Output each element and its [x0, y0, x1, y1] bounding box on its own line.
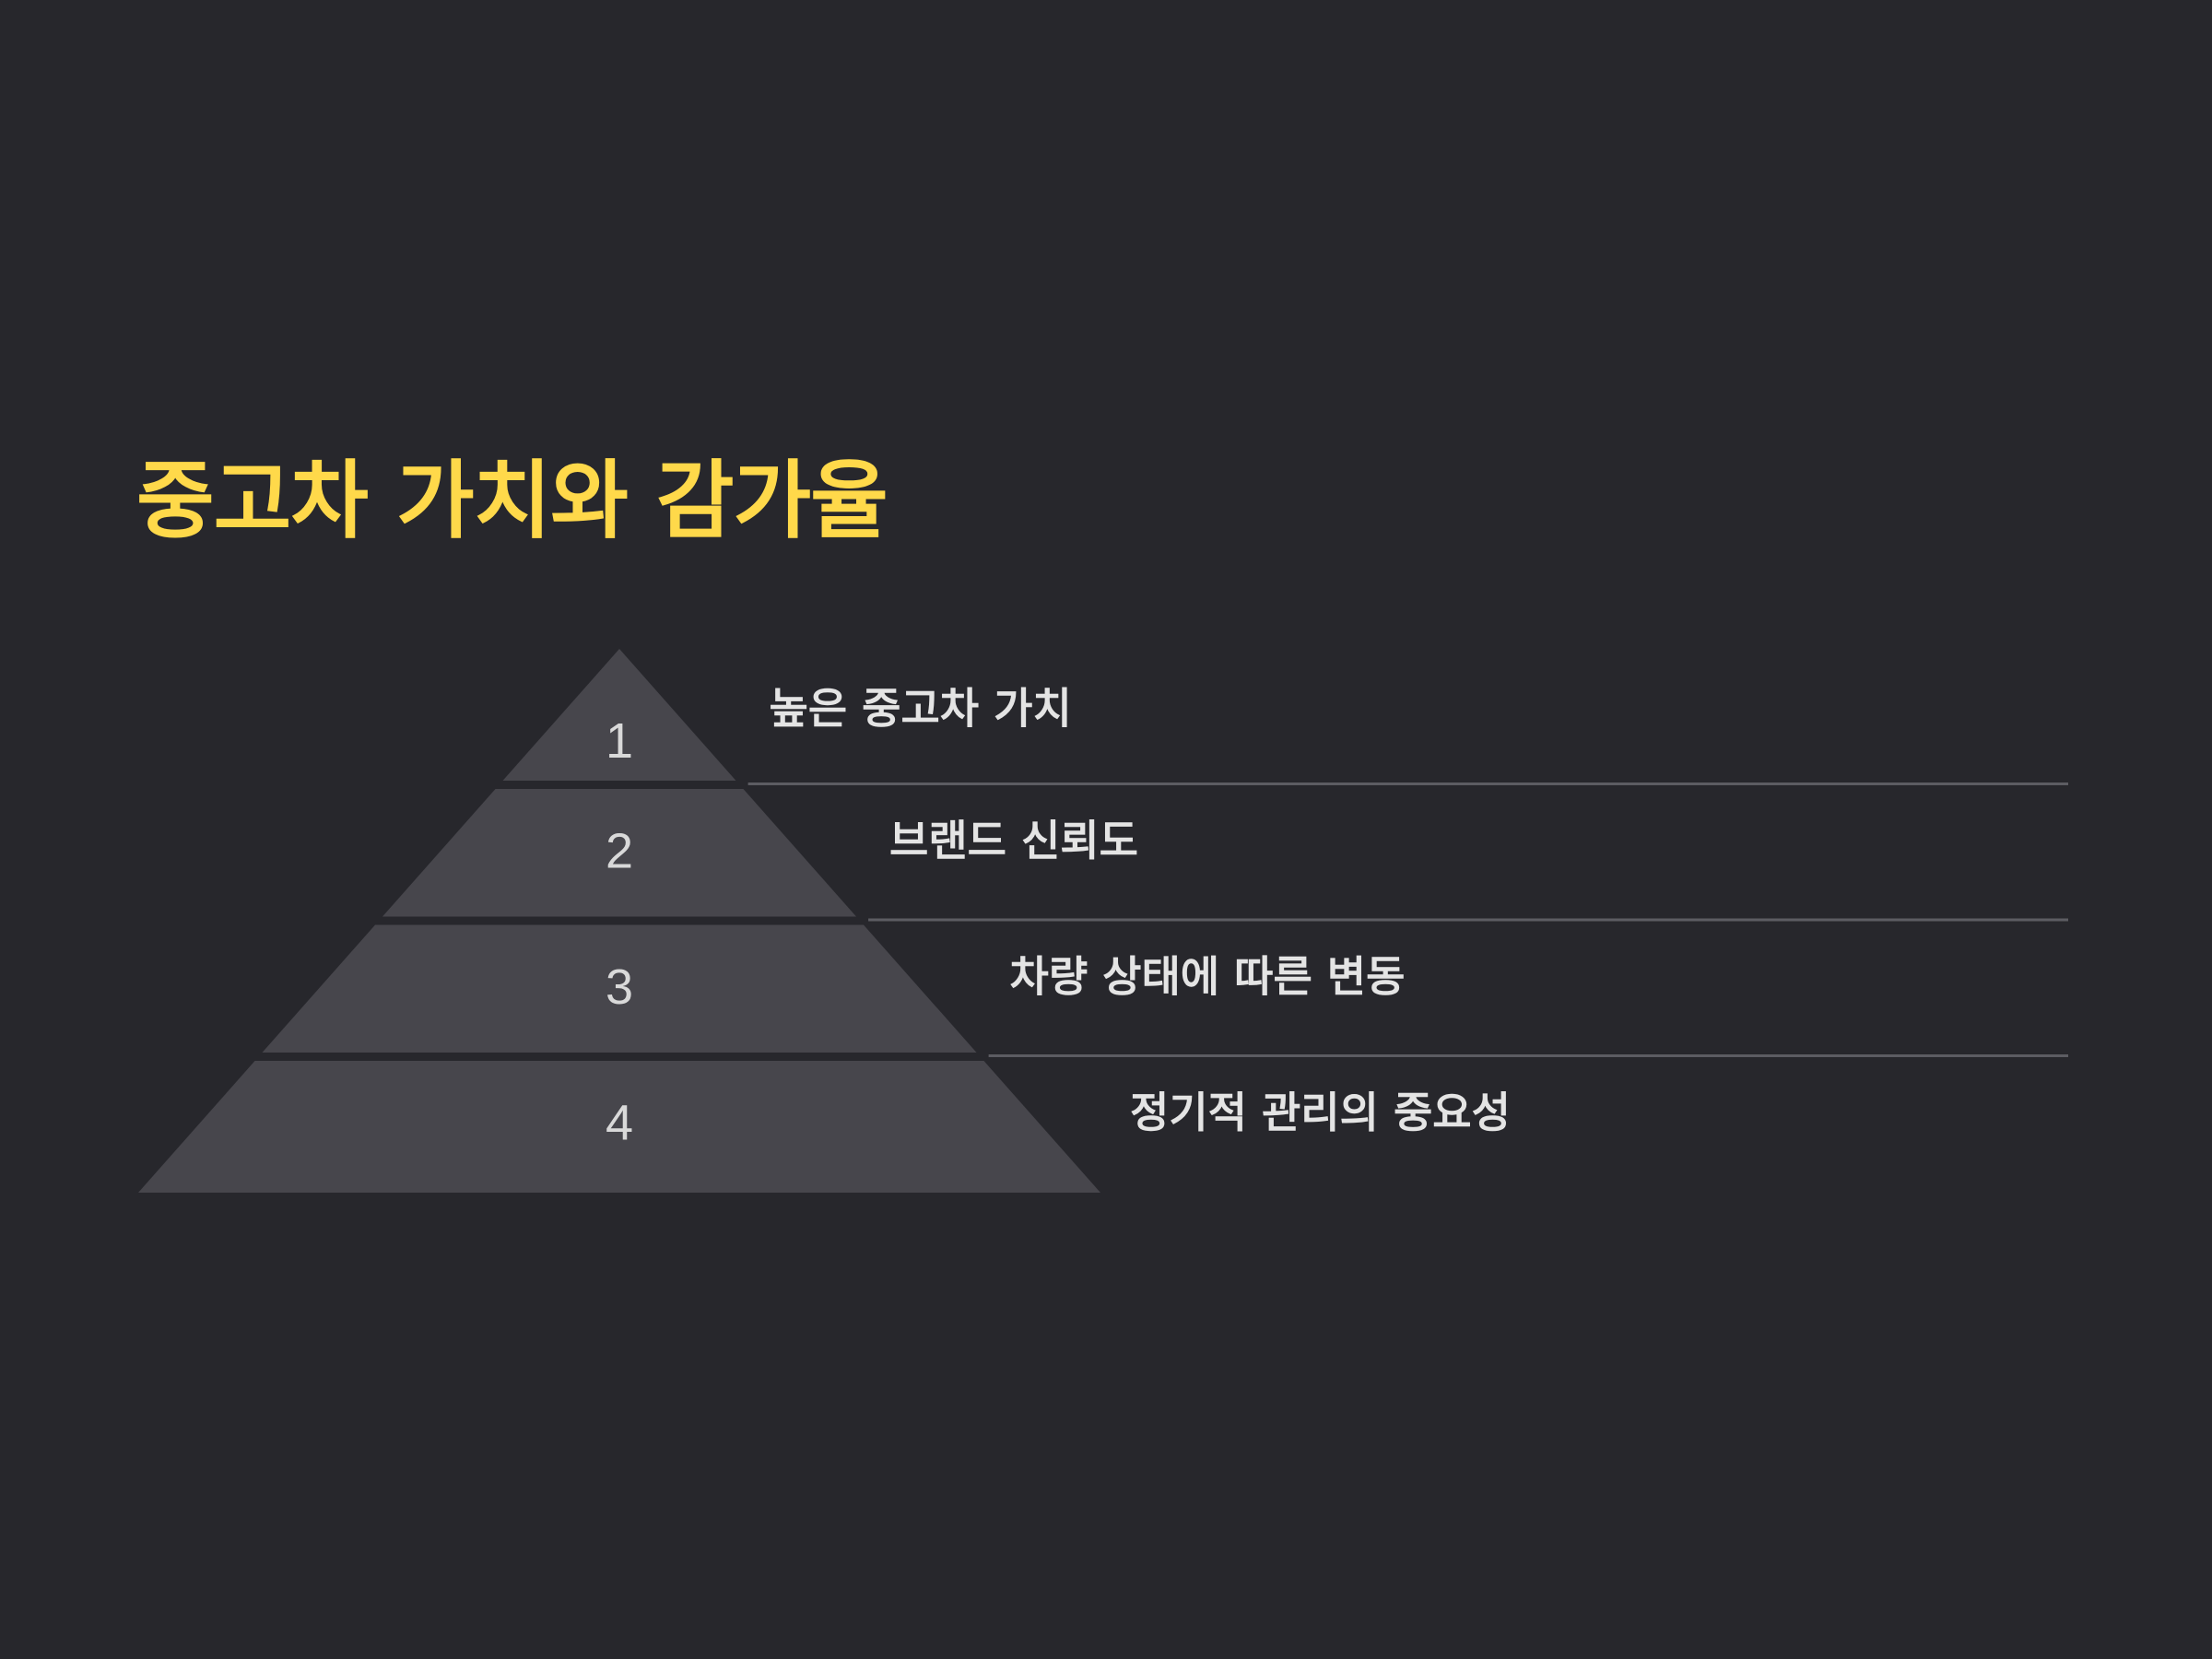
pyramid-tier-text: 차량 상태에 따른 변동 — [1010, 951, 1406, 1001]
slide-title: 중고차 가치와 감가율 — [136, 452, 888, 550]
pyramid-tier-text: 정기적 관리의 중요성 — [1130, 1088, 1511, 1137]
pyramid-tier-number: 3 — [606, 959, 633, 1015]
pyramid-level-2: 2 브랜드 신뢰도 — [382, 789, 2068, 922]
pyramid-tier-shape — [262, 924, 977, 1053]
pyramid-tier-number: 4 — [606, 1096, 633, 1151]
pyramid-tier-number: 1 — [606, 713, 633, 769]
pyramid-tier-text: 브랜드 신뢰도 — [889, 816, 1138, 865]
pyramid-level-3: 3 차량 상태에 따른 변동 — [262, 924, 2068, 1057]
pyramid-tier-text: 높은 중고차 가치 — [770, 683, 1072, 733]
pyramid-tier-shape — [138, 1061, 1100, 1193]
pyramid-level-1: 1 높은 중고차 가치 — [502, 649, 2068, 785]
pyramid-tier-shape — [502, 649, 736, 781]
pyramid-tier-number: 2 — [606, 824, 633, 879]
pyramid-level-4: 4 정기적 관리의 중요성 — [138, 1061, 1511, 1193]
pyramid-tier-shape — [382, 789, 857, 917]
